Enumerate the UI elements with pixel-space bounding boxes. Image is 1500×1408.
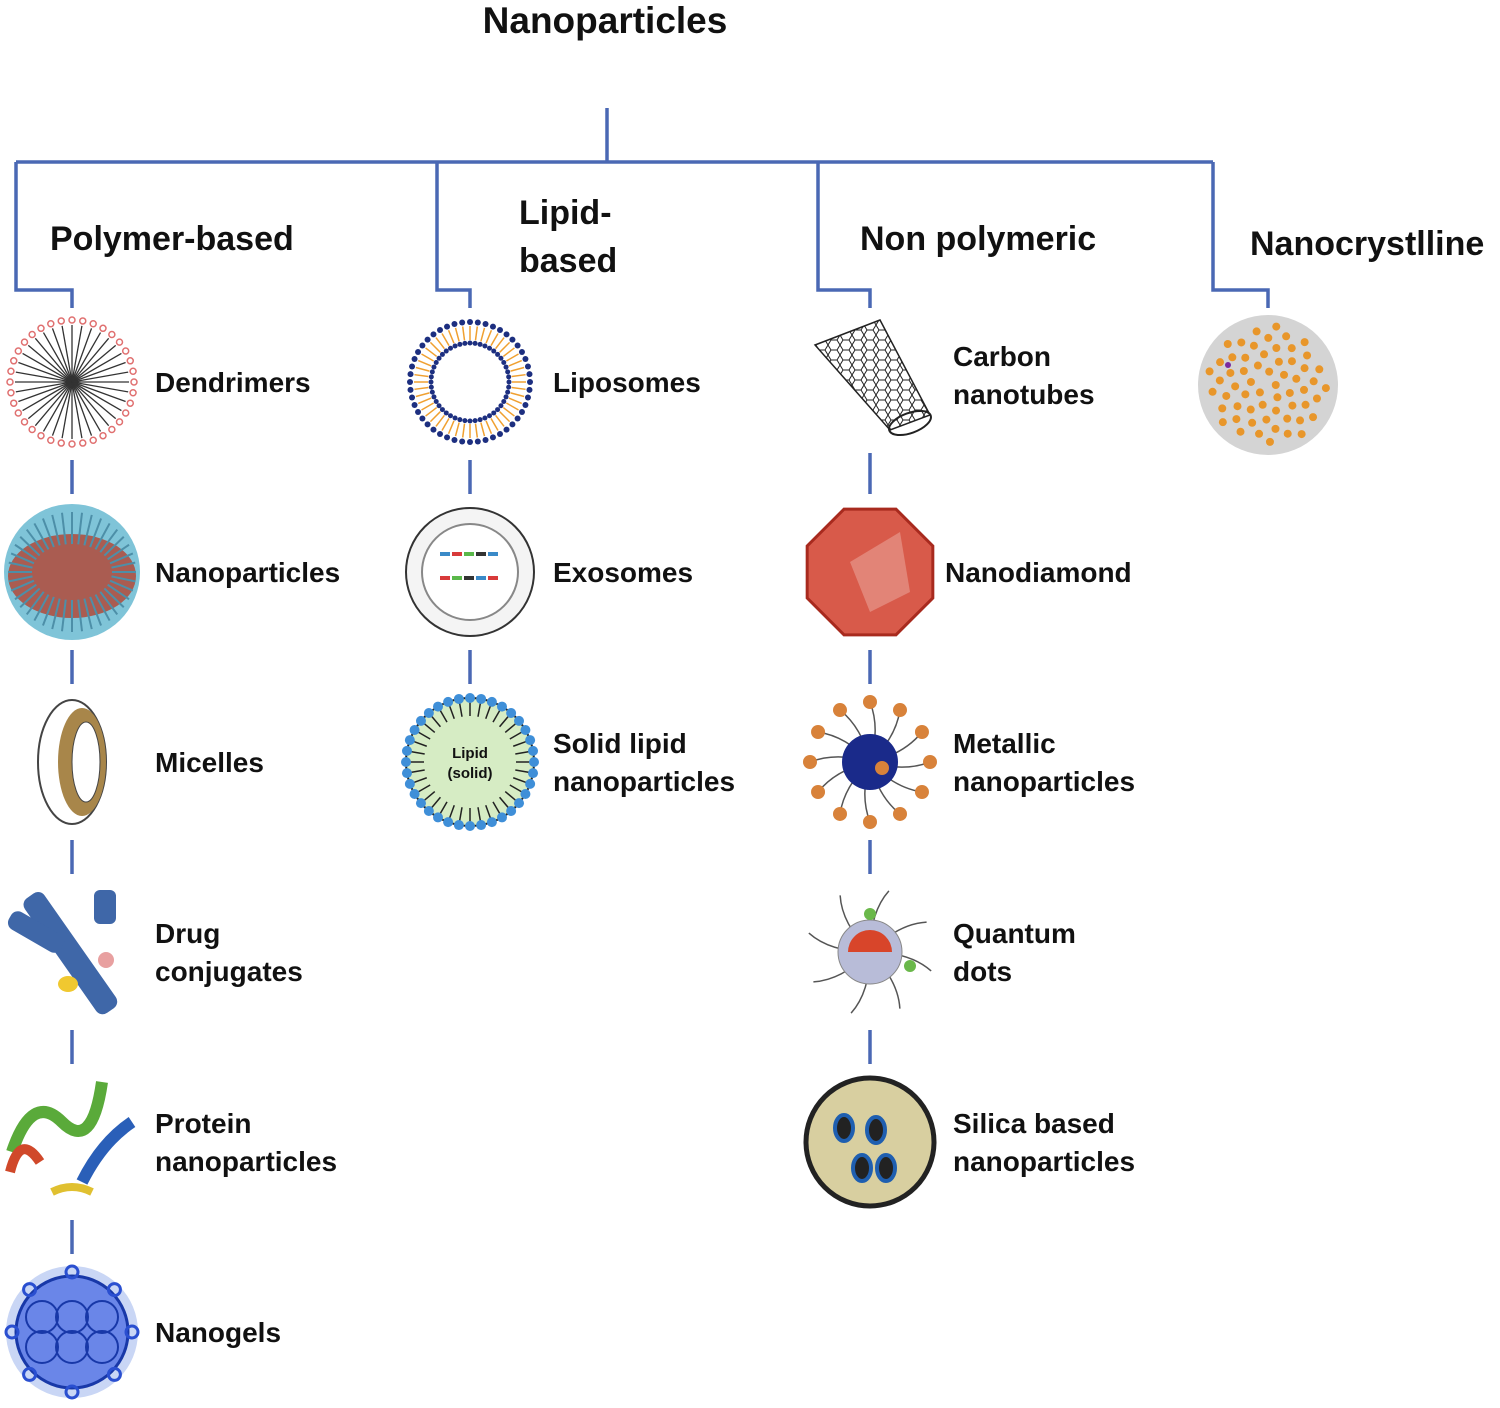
item-label: dots [953,956,1012,987]
item-label: nanoparticles [155,1146,337,1177]
item-label: Micelles [155,747,264,778]
item-label: Metallic [953,728,1056,759]
category-label: Nanocrystlline [1250,225,1484,263]
item-label: Drug [155,918,220,949]
item-label: Nanogels [155,1317,281,1348]
item-label: Quantum [953,918,1076,949]
solid-lipid-icon: Lipid (solid) [401,693,539,831]
nanocrystal-icon [1198,315,1338,455]
item-label: Solid lipid [553,728,687,759]
branch-connector [435,162,472,308]
diagram-title: Nanoparticles [483,0,728,41]
solid-lipid-inner-label: (solid) [448,765,493,782]
item-label: conjugates [155,956,303,987]
polymer-nanoparticle-icon [4,504,140,640]
item-label: nanoparticles [553,766,735,797]
branch-connector [816,162,872,308]
item-label: nanoparticles [953,766,1135,797]
quantum-dot-icon [808,890,932,1014]
item-label: Protein [155,1108,251,1139]
item-label: Nanoparticles [155,557,340,588]
protein-icon [5,1080,136,1204]
nanogel-icon [4,1264,140,1400]
exosome-icon [405,507,535,637]
item-label: Nanodiamond [945,557,1132,588]
carbon-nanotube-icon [813,319,932,437]
item-label: Dendrimers [155,367,311,398]
branch-connector [1211,162,1270,308]
micelle-icon [37,699,107,825]
dendrimer-icon [6,316,138,448]
item-label: nanoparticles [953,1146,1135,1177]
metallic-nanoparticle-icon [803,695,937,829]
category-label: Lipid- [519,194,612,232]
category-label: Polymer-based [50,220,294,258]
item-label: Silica based [953,1108,1115,1139]
item-label: Liposomes [553,367,701,398]
liposome-icon [407,319,533,445]
silica-nanoparticle-icon [803,1075,937,1209]
item-label: Carbon [953,341,1051,372]
drug-conjugate-icon [7,890,118,1015]
category-label: Non polymeric [860,220,1096,258]
solid-lipid-inner-label: Lipid [452,745,488,762]
branch-connector [14,162,74,308]
item-label: Exosomes [553,557,693,588]
category-label: based [519,242,617,280]
nanodiamond-icon [805,507,935,637]
item-label: nanotubes [953,379,1095,410]
